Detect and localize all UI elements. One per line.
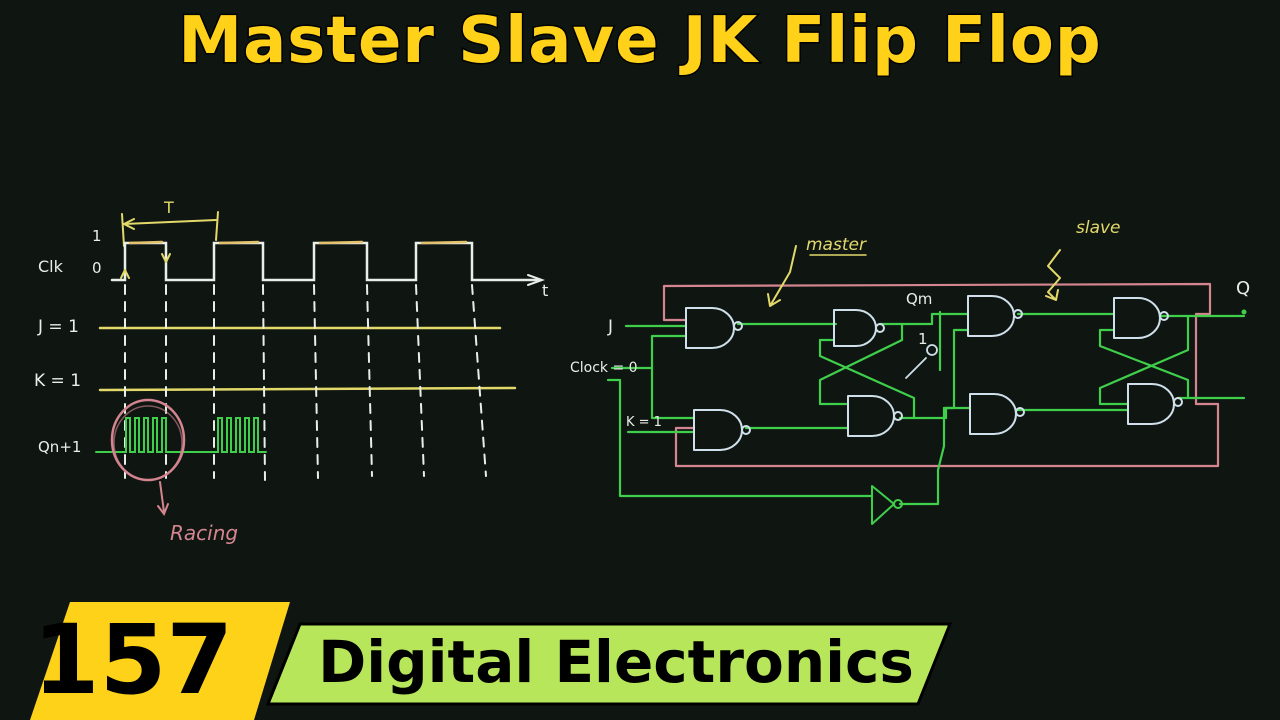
course-name: Digital Electronics [318,628,914,696]
racing-annotation: Racing [170,521,238,545]
slave-pointer-arrow [1045,249,1061,301]
output-waveform [95,417,267,453]
period-marker [121,211,219,247]
qm-label: Qm [906,290,932,308]
edge-guides [124,284,487,481]
master-label: master [806,235,867,255]
timing-diagram: 1 Clk 0 J = 1 K = 1 Qn+1 T t [34,198,548,545]
output-label: Qn+1 [38,438,81,456]
k-input-label: K = 1 [34,371,81,391]
clock-label: Clk [38,257,64,276]
nand-gates [685,295,1183,451]
master-nand-j [685,307,735,349]
period-label: T [163,198,174,217]
clock-input-label: Clock = 0 [570,360,638,376]
level-low-label: 0 [92,259,102,277]
clock-inverter [871,485,903,525]
j-input-label: J = 1 [37,317,79,337]
slave-latch-bottom [1127,383,1175,425]
episode-number: 157 [32,604,234,716]
video-title: Master Slave JK Flip Flop [177,3,1102,80]
clock-waveform [110,241,542,282]
q-output-label: Q [1236,278,1250,299]
time-axis-label: t [542,281,548,300]
master-nand-k [693,409,743,451]
master-pointer-arrow [767,245,797,307]
level-high-label: 1 [92,227,102,245]
feedback-loop-pink [662,282,1220,468]
master-latch-bottom [847,395,895,437]
k-input-pin-label: K = 1 [626,415,662,430]
slave-latch-top [1113,297,1161,339]
slave-nand-top [967,295,1015,337]
qm-probe [926,344,938,356]
wires-green [606,310,1246,506]
slave-nand-bottom [969,393,1017,435]
qm-value: 1 [918,330,928,348]
master-slave-circuit [606,245,1247,525]
k-level-line [98,386,517,392]
j-input-pin-label: J [607,317,613,337]
slave-label: slave [1076,218,1121,238]
master-latch-top [833,309,877,347]
